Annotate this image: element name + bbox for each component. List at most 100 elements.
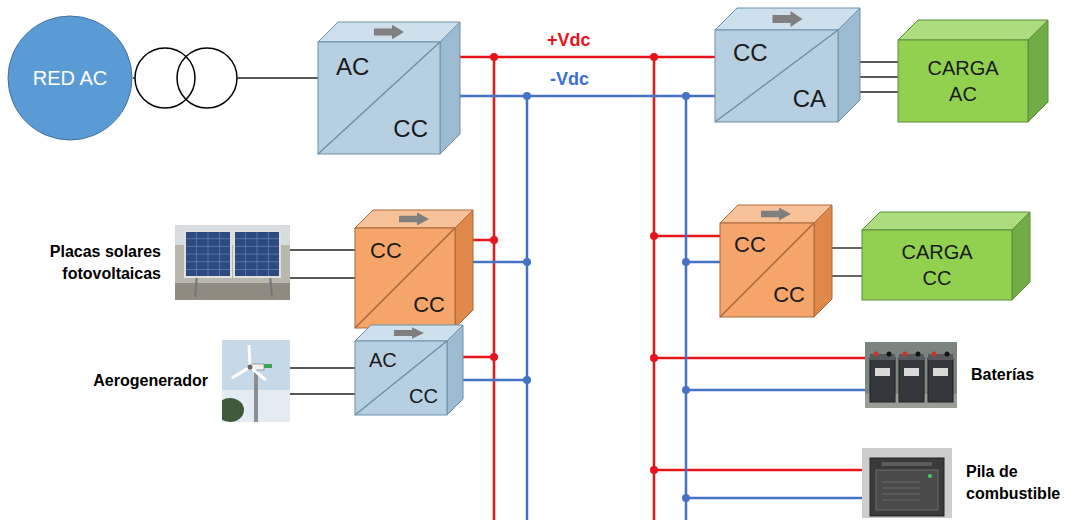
battery-terminal xyxy=(874,352,879,357)
panel-leg xyxy=(195,275,197,297)
panel-grid xyxy=(235,261,279,262)
panel-grid xyxy=(235,246,279,247)
junction-dot xyxy=(490,53,498,61)
connector xyxy=(860,62,898,92)
bus-wire xyxy=(463,379,527,382)
turbine-tower xyxy=(254,370,258,422)
junction-dots xyxy=(490,53,658,474)
block-top xyxy=(720,205,832,223)
source-photo: Placas solares fotovoltaicas xyxy=(175,225,290,300)
converter-block: CC CC xyxy=(355,210,473,328)
block-front xyxy=(715,30,838,122)
converter-block: ACCC xyxy=(355,325,463,415)
battery-terminal xyxy=(916,352,921,357)
bus-wire xyxy=(473,261,527,264)
grid-circle: RED AC xyxy=(7,15,133,141)
bus-wire xyxy=(686,497,862,500)
bus-wire xyxy=(463,356,494,359)
junction-dot xyxy=(682,258,690,266)
battery-terminal xyxy=(887,352,892,357)
fuel-cell-handle xyxy=(882,462,932,466)
bus-wire xyxy=(526,96,529,520)
junction-dot xyxy=(682,494,690,502)
converter-diagonal xyxy=(715,30,838,122)
block-outline xyxy=(715,8,860,122)
photo-tree xyxy=(222,398,244,422)
converter-diagonal xyxy=(720,223,814,317)
bus-wire xyxy=(653,57,656,520)
positive-bus xyxy=(460,57,865,520)
junction-dot xyxy=(523,92,531,100)
flow-arrow xyxy=(773,11,803,27)
junction-dot xyxy=(490,236,498,244)
converter-label: CC xyxy=(393,117,428,141)
connector-wire xyxy=(290,367,355,368)
block-outline xyxy=(355,325,463,415)
converter-label: CC xyxy=(733,41,768,65)
connector-wire xyxy=(832,247,862,248)
battery-terminal xyxy=(903,352,908,357)
turbine-blade xyxy=(232,367,250,378)
converter-label: CC xyxy=(413,294,445,316)
fuel-cell-case xyxy=(870,458,944,516)
bus-wire xyxy=(686,389,865,392)
transformer-symbol xyxy=(135,48,237,108)
solar-panel xyxy=(185,231,231,277)
load-block: CARGA CC xyxy=(862,212,1030,300)
connector-wire xyxy=(290,249,355,250)
panel-grid xyxy=(235,269,279,270)
junction-dot xyxy=(490,353,498,361)
block-front xyxy=(318,42,440,154)
connector-wire xyxy=(290,277,355,278)
circle-label: RED AC xyxy=(7,15,133,141)
turbine-tail xyxy=(264,364,272,368)
junction-dot xyxy=(650,53,658,61)
converter-label: CC xyxy=(370,240,402,262)
block-top xyxy=(355,210,473,228)
bus-wire xyxy=(460,95,715,98)
block-side xyxy=(440,22,460,154)
vent-slot xyxy=(882,487,920,489)
fuel-photo xyxy=(862,448,952,518)
solar-panel xyxy=(234,231,280,277)
negative-bus xyxy=(460,96,865,520)
block-front xyxy=(355,341,447,415)
bus-label: +Vdc xyxy=(547,31,591,49)
connector-wire xyxy=(832,275,862,276)
junction-dot xyxy=(682,92,690,100)
transformer-winding xyxy=(177,48,237,108)
battery-cell xyxy=(928,358,953,402)
flow-arrow xyxy=(399,213,429,226)
panel-leg xyxy=(270,275,272,297)
bus-wire xyxy=(460,56,715,59)
converter-diagonal xyxy=(355,228,455,328)
connector-wire xyxy=(133,77,318,78)
flow-arrow xyxy=(394,327,424,339)
block-top xyxy=(355,325,463,341)
source-label: Baterías xyxy=(971,364,1071,386)
block-top xyxy=(898,20,1048,40)
connector xyxy=(133,78,318,79)
converter-block: ACCC xyxy=(318,22,460,154)
converter-label: CC xyxy=(734,234,766,256)
turbine-hub xyxy=(248,365,253,370)
source-label: Pila de combustible xyxy=(966,461,1071,506)
photo-background xyxy=(862,448,952,518)
bus-wire xyxy=(686,261,720,264)
junction-dot xyxy=(650,232,658,240)
block-side xyxy=(1028,20,1048,122)
batt-photo xyxy=(865,342,957,408)
converter-label: CC xyxy=(773,284,805,306)
junction-dot xyxy=(682,386,690,394)
solar-photo xyxy=(175,225,290,300)
block-side xyxy=(814,205,832,317)
panel-grid xyxy=(235,254,279,255)
source-photo: Aerogenerador xyxy=(222,340,290,422)
flow-arrow xyxy=(374,25,404,39)
load-block: CARGA AC xyxy=(898,20,1048,122)
connector xyxy=(290,250,355,278)
block-front xyxy=(355,228,455,328)
junction-dot xyxy=(650,354,658,362)
battery-cell xyxy=(870,358,895,402)
turbine-blade xyxy=(249,345,250,367)
